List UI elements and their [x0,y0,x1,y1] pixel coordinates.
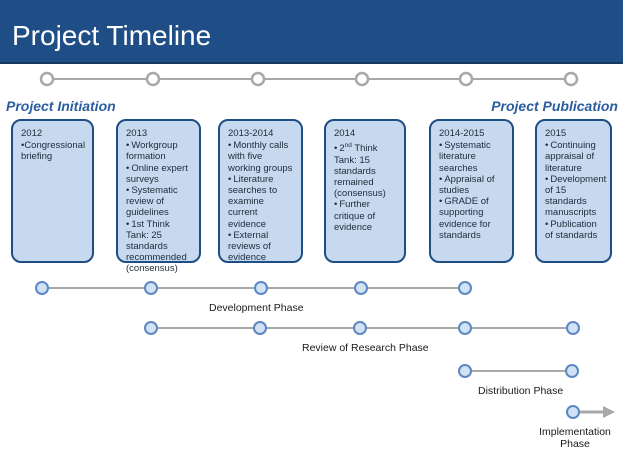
phase-node-distribution-1 [458,364,472,378]
period-item: Further critique of evidence [334,199,398,233]
milestone-publication: Project Publication [491,98,618,114]
phase-node-development-2 [144,281,158,295]
phase-label-review: Review of Research Phase [302,342,429,354]
top-timeline-node-2 [145,71,161,87]
top-timeline-node-3 [250,71,266,87]
page-title: Project Timeline [12,20,212,51]
period-item: External reviews of evidence [228,230,295,264]
period-item: Publication of standards [545,219,604,241]
period-item: 1st Think Tank: 25 standards recommended… [126,219,193,275]
phase-node-review-4 [458,321,472,335]
period-item: Systematic review of guidelines [126,185,193,219]
phase-label-distribution: Distribution Phase [478,385,564,397]
period-item: •Congressional briefing [21,140,86,163]
period-item: Online expert surveys [126,163,193,185]
phase-node-implementation-1 [566,405,580,419]
phase-node-development-1 [35,281,49,295]
period-items: •Congressional briefing [21,140,86,162]
period-year: 2015 [545,128,567,139]
period-items: Monthly calls with five working groupsLi… [228,140,295,263]
phase-node-review-1 [144,321,158,335]
period-items: 2nd Think Tank: 15 standards remained (c… [334,140,398,233]
top-timeline-node-1 [39,71,55,87]
period-items: Workgroup formationOnline expert surveys… [126,140,193,274]
phase-node-review-2 [253,321,267,335]
period-box-4: 20142nd Think Tank: 15 standards remaine… [324,119,406,263]
period-year: 2013 [126,128,148,139]
period-box-1: 2012•Congressional briefing [11,119,94,263]
period-item: Monthly calls with five working groups [228,140,295,174]
period-item: Systematic literature searches [439,140,506,174]
period-item: Development of 15 standards manuscripts [545,174,606,219]
top-timeline-node-5 [458,71,474,87]
period-box-5: 2014-2015Systematic literature searchesA… [429,119,514,263]
phase-node-development-5 [458,281,472,295]
period-year: 2014 [334,128,356,139]
period-item: Appraisal of studies [439,174,506,196]
phase-node-development-4 [354,281,368,295]
period-item: Workgroup formation [126,140,193,162]
period-box-3: 2013-2014Monthly calls with five working… [218,119,303,263]
period-year: 2013-2014 [228,128,274,139]
period-item: Continuing appraisal of literature [545,140,604,174]
phase-label-development: Development Phase [209,302,304,314]
period-item: 2nd Think Tank: 15 standards remained (c… [334,140,398,199]
period-box-6: 2015Continuing appraisal of literatureDe… [535,119,612,263]
top-timeline-node-4 [354,71,370,87]
period-year: 2012 [21,128,43,139]
arrow-head-icon [603,406,615,418]
period-year: 2014-2015 [439,128,485,139]
header-bar: Project Timeline [0,0,623,64]
top-timeline-node-6 [563,71,579,87]
phase-node-review-5 [566,321,580,335]
period-items: Continuing appraisal of literatureDevelo… [545,140,606,241]
phase-label-implementation: Implementation Phase [539,426,611,450]
milestone-initiation: Project Initiation [6,98,116,114]
period-item: Literature searches to examine current e… [228,174,295,230]
period-item: GRADE of supporting evidence for standar… [439,196,506,241]
phase-node-review-3 [353,321,367,335]
period-items: Systematic literature searchesAppraisal … [439,140,506,241]
phase-node-distribution-2 [565,364,579,378]
phase-node-development-3 [254,281,268,295]
period-box-2: 2013Workgroup formationOnline expert sur… [116,119,201,274]
